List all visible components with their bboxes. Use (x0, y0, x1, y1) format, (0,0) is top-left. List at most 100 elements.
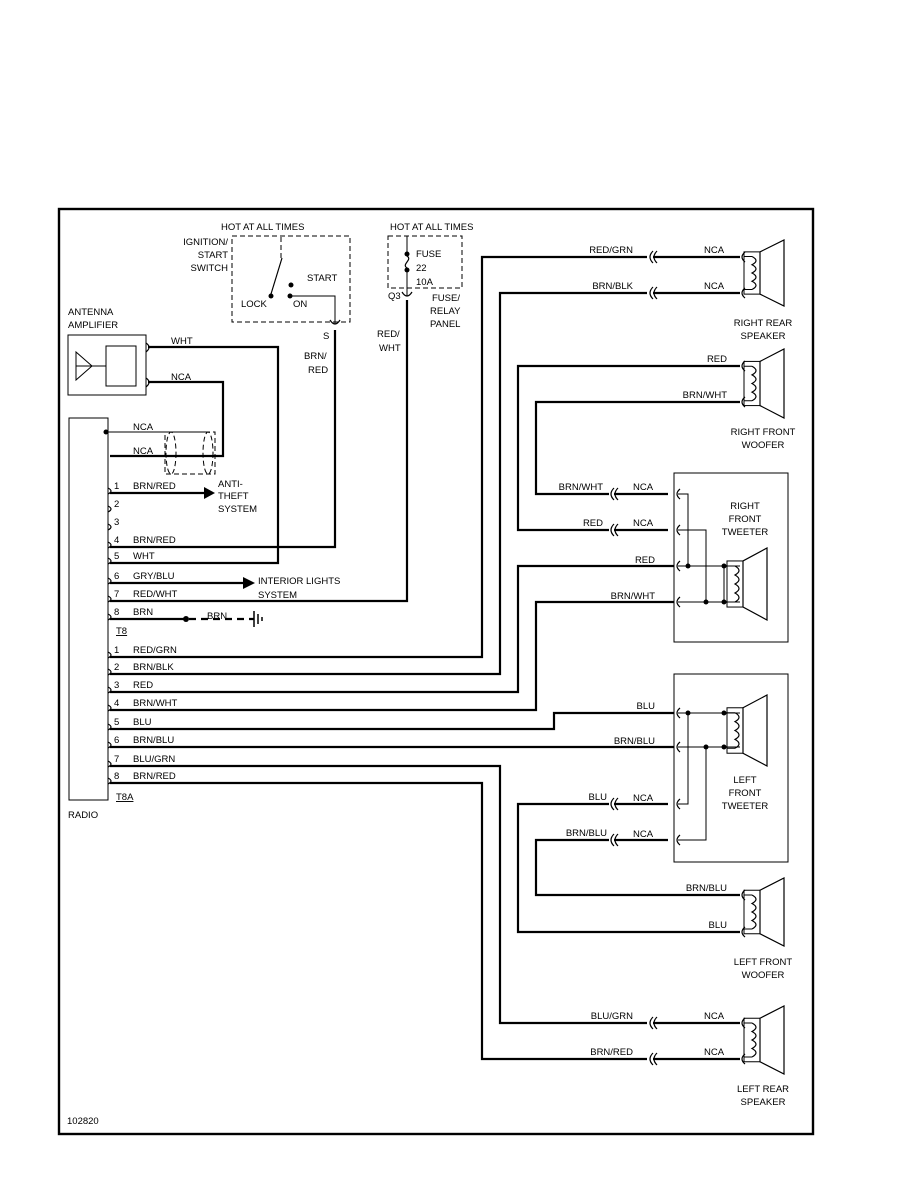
wire-rf-woofer-brn-wht (534, 400, 740, 496)
pin-number: 3 (114, 517, 119, 528)
lft-wire-4: BRN/BLU (566, 828, 607, 839)
rr-nca-2: NCA (704, 281, 725, 292)
speaker-icon (743, 239, 785, 307)
ignition-start-label: START (307, 273, 337, 284)
pin-number: 1 (114, 481, 119, 492)
speaker-icon (726, 694, 768, 767)
fuse-wire-label-2: WHT (379, 343, 401, 354)
ignition-wire-label-2: RED (308, 365, 328, 376)
lr-label-2: SPEAKER (741, 1097, 786, 1108)
pin-connector-icon (107, 557, 112, 565)
speaker-icon (743, 1005, 785, 1075)
terminal-icon (676, 707, 681, 719)
speaker-symbols (726, 239, 785, 1075)
wire-rf-woofer-red (516, 364, 740, 532)
t8-pin-2: 2 (107, 499, 119, 513)
t8a-pin-7: 7 BLU/GRN (107, 754, 175, 768)
lr-nca-1: NCA (704, 1011, 725, 1022)
t8a-pin-6: 6 BRN/BLU (107, 735, 174, 749)
ignition-label-2: START (198, 250, 228, 261)
lfw-label-2: WOOFER (742, 970, 785, 981)
pin-connector-icon (107, 723, 112, 731)
ignition-pin-s: S (323, 331, 329, 342)
pin-wire-label: BRN/BLU (133, 735, 174, 746)
pin-wire-label: BLU/GRN (133, 754, 175, 765)
antenna-label-1: ANTENNA (68, 307, 114, 318)
anti-theft-label-2: THEFT (218, 491, 249, 502)
pin-wire-label: RED (133, 680, 153, 691)
inline-connector-icon (649, 1016, 658, 1030)
pin-connector-icon (107, 613, 112, 621)
lft-label-3: TWEETER (722, 801, 769, 812)
pin-number: 6 (114, 735, 119, 746)
t8a-pin-2: 2 BRN/BLK (107, 662, 174, 676)
pin-connector-icon (107, 541, 112, 549)
pin-number: 1 (114, 645, 119, 656)
lft-nca-1: NCA (633, 793, 654, 804)
rr-label-1: RIGHT REAR (734, 318, 793, 329)
pin-connector-icon (107, 651, 112, 659)
right-front-tweeter: BRN/WHT RED RED BRN/WHT NCA NCA RIGHT FR… (559, 472, 789, 643)
terminal-icon (676, 560, 681, 572)
pin-wire-label: GRY/BLU (133, 571, 175, 582)
pin-number: 7 (114, 589, 119, 600)
connector-t8-label: T8 (116, 626, 127, 637)
terminal-icon (676, 798, 681, 810)
ignition-lock-label: LOCK (241, 299, 268, 310)
pin-connector-icon (107, 686, 112, 694)
interior-lights-label-1: INTERIOR LIGHTS (258, 576, 340, 587)
antenna-wire-nca: NCA (171, 372, 192, 383)
terminal-icon (676, 524, 681, 536)
wire-fuse-red-wht (110, 300, 409, 603)
terminal-icon (676, 488, 681, 500)
wire-lf-woofer-brn-blu (534, 838, 740, 897)
rft-label-3: TWEETER (722, 527, 769, 538)
pin-number: 4 (114, 535, 119, 546)
lft-label-1: LEFT (733, 775, 756, 786)
terminal-icon (676, 834, 681, 846)
wire-ignition-brn-red (110, 330, 337, 549)
rft-wire-1: BRN/WHT (559, 482, 604, 493)
lfw-label-1: LEFT FRONT (734, 957, 793, 968)
pin-number: 8 (114, 771, 119, 782)
pin-wire-label: RED/WHT (133, 589, 178, 600)
lft-wire-2: BRN/BLU (614, 736, 655, 747)
pin-connector-icon (107, 741, 112, 749)
pin-number: 8 (114, 607, 119, 618)
lr-nca-2: NCA (704, 1047, 725, 1058)
rft-label-1: RIGHT (730, 501, 760, 512)
ground-wire-label: BRN (207, 611, 227, 622)
pin-connector-icon (107, 523, 112, 531)
radio-nca-1: NCA (133, 422, 154, 433)
pin-wire-label: BRN/BLK (133, 662, 174, 673)
wire-t8a-7-blu-grn (110, 764, 647, 1025)
pin-wire-label: RED/GRN (133, 645, 177, 656)
wire-t8a-2-brn-blk (110, 291, 647, 676)
inline-connector-icon (649, 286, 658, 300)
anti-theft-label-1: ANTI- (218, 479, 243, 490)
pin-wire-label: WHT (133, 551, 155, 562)
pin-number: 2 (114, 662, 119, 673)
rfw-label-2: WOOFER (742, 440, 785, 451)
lft-nca-2: NCA (633, 829, 654, 840)
pin-connector-icon (107, 777, 112, 785)
pin-number: 7 (114, 754, 119, 765)
fuse-hot-label: HOT AT ALL TIMES (390, 222, 473, 233)
rfw-wire-1: RED (707, 354, 727, 365)
lft-wire-1: BLU (637, 701, 656, 712)
rft-wire-4: BRN/WHT (611, 591, 656, 602)
antenna-wire-wht: WHT (171, 336, 193, 347)
lr-wire-2: BRN/RED (590, 1047, 633, 1058)
pin-number: 5 (114, 717, 119, 728)
ignition-wire-label-1: BRN/ (304, 351, 327, 362)
pin-connector-icon (107, 760, 112, 768)
t8-pin-3: 3 (107, 517, 119, 531)
t8a-pin-1: 1 RED/GRN (107, 645, 177, 659)
rr-wire-1: RED/GRN (589, 245, 633, 256)
diagram-id: 102820 (67, 1116, 99, 1127)
